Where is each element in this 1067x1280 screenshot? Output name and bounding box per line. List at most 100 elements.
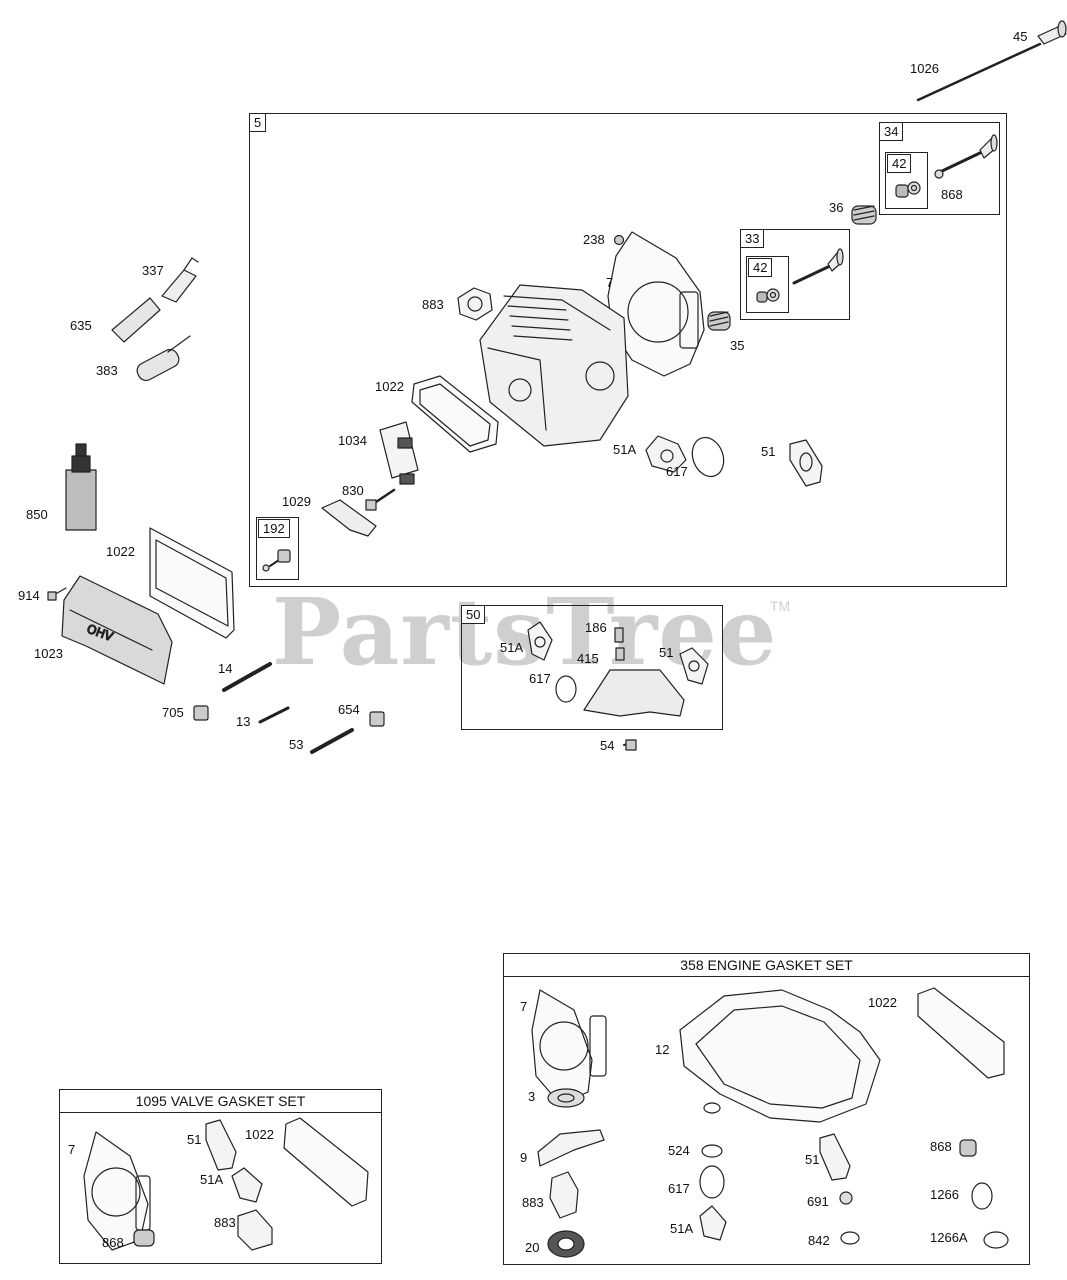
engine-set-callout-691[interactable]: 691 <box>807 1194 829 1209</box>
exhaust-valve-icon <box>934 134 998 179</box>
valve-set-callout-51[interactable]: 51 <box>187 1132 202 1147</box>
eset-oring-842-icon <box>840 1231 860 1245</box>
valve-set-callout-1022[interactable]: 1022 <box>245 1127 274 1142</box>
callout-1022a[interactable]: 1022 <box>375 379 404 394</box>
callout-50[interactable]: 50 <box>461 605 486 624</box>
callout-36[interactable]: 36 <box>829 200 844 215</box>
eset-seal-20-icon <box>547 1230 585 1258</box>
callout-850[interactable]: 850 <box>26 507 48 522</box>
callout-635[interactable]: 635 <box>70 318 92 333</box>
engine-set-callout-524[interactable]: 524 <box>668 1143 690 1158</box>
callout-1022b[interactable]: 1022 <box>106 544 135 559</box>
valve-45-icon <box>1037 20 1067 45</box>
callout-1023[interactable]: 1023 <box>34 646 63 661</box>
callout-51a[interactable]: 51 <box>761 444 776 459</box>
eset-crankcase-gasket-12-icon <box>679 989 881 1123</box>
engine-set-callout-617[interactable]: 617 <box>668 1181 690 1196</box>
head-gasket-7-icon <box>607 231 705 377</box>
gasket-51-elbow-icon <box>679 647 709 685</box>
engine-set-callout-1266A[interactable]: 1266A <box>930 1230 968 1245</box>
callout-654[interactable]: 654 <box>338 702 360 717</box>
callout-1034[interactable]: 1034 <box>338 433 367 448</box>
nut-705-icon <box>193 705 209 721</box>
callout-914[interactable]: 914 <box>18 588 40 603</box>
callout-14[interactable]: 14 <box>218 661 233 676</box>
engine-set-callout-3[interactable]: 3 <box>528 1089 536 1104</box>
screw-914-icon <box>47 587 67 601</box>
engine-set-callout-7[interactable]: 7 <box>520 999 528 1014</box>
valve-gasket-set-box: 1095 VALVE GASKET SET <box>59 1089 382 1264</box>
engine-set-callout-883[interactable]: 883 <box>522 1195 544 1210</box>
set-gasket-51-icon <box>205 1119 237 1171</box>
eset-oring-524-icon <box>701 1144 723 1158</box>
callout-54[interactable]: 54 <box>600 738 615 753</box>
callout-51Aa[interactable]: 51A <box>613 442 637 457</box>
callout-617b[interactable]: 617 <box>529 671 551 686</box>
callout-45[interactable]: 45 <box>1013 29 1028 44</box>
eset-oring-1266A-icon <box>983 1231 1009 1249</box>
screw-13-icon <box>258 706 290 724</box>
callout-415[interactable]: 415 <box>577 651 599 666</box>
callout-35[interactable]: 35 <box>730 338 745 353</box>
set-gasket-883-icon <box>237 1209 273 1251</box>
callout-5[interactable]: 5 <box>249 113 267 132</box>
set-head-gasket-7-icon <box>83 1131 151 1251</box>
retainer-box-b <box>746 256 789 313</box>
callout-13[interactable]: 13 <box>236 714 251 729</box>
callout-42a[interactable]: 42 <box>887 154 912 173</box>
callout-238[interactable]: 238 <box>583 232 605 247</box>
valve-set-callout-868[interactable]: 868 <box>102 1235 124 1250</box>
callout-53[interactable]: 53 <box>289 737 304 752</box>
callout-337[interactable]: 337 <box>142 263 164 278</box>
engine-set-callout-1266[interactable]: 1266 <box>930 1187 959 1202</box>
eset-gasket-51A-icon <box>699 1205 727 1241</box>
callout-34[interactable]: 34 <box>879 122 904 141</box>
valve-set-callout-883[interactable]: 883 <box>214 1215 236 1230</box>
screw-box <box>256 517 299 580</box>
intake-valve-box <box>740 229 850 320</box>
screw-192-icon <box>262 549 291 572</box>
retainer-icon-a <box>895 181 921 198</box>
valve-spring-35-icon <box>707 311 731 331</box>
callout-186[interactable]: 186 <box>585 620 607 635</box>
engine-set-callout-9[interactable]: 9 <box>520 1150 528 1165</box>
callout-383[interactable]: 383 <box>96 363 118 378</box>
engine-set-callout-1022[interactable]: 1022 <box>868 995 897 1010</box>
valve-set-callout-7[interactable]: 7 <box>68 1142 76 1157</box>
screw-54-icon <box>623 739 637 751</box>
callout-42b[interactable]: 42 <box>748 258 773 277</box>
callout-192[interactable]: 192 <box>258 519 290 538</box>
eset-seal-691-icon <box>839 1191 853 1205</box>
callout-617a[interactable]: 617 <box>666 464 688 479</box>
breather-1034-icon <box>379 421 419 485</box>
gasket-51A-icon <box>645 435 687 473</box>
callout-1029[interactable]: 1029 <box>282 494 311 509</box>
engine-set-callout-12[interactable]: 12 <box>655 1042 670 1057</box>
engine-set-callout-20[interactable]: 20 <box>525 1240 540 1255</box>
fitting-415-icon <box>615 647 625 661</box>
valve-cover-gasket-1022b-icon <box>149 527 235 639</box>
callout-883[interactable]: 883 <box>422 297 444 312</box>
callout-51Ab[interactable]: 51A <box>500 640 524 655</box>
valve-set-callout-51A[interactable]: 51A <box>200 1172 224 1187</box>
oring-617-icon <box>691 436 725 478</box>
callout-705[interactable]: 705 <box>162 705 184 720</box>
watermark-tm: TM <box>770 598 791 614</box>
callout-1026[interactable]: 1026 <box>910 61 939 76</box>
callout-830[interactable]: 830 <box>342 483 364 498</box>
callout-33[interactable]: 33 <box>740 229 765 248</box>
eset-gasket-9-icon <box>537 1129 605 1167</box>
engine-set-callout-868[interactable]: 868 <box>930 1139 952 1154</box>
callout-51b[interactable]: 51 <box>659 645 674 660</box>
retainer-box-a <box>885 152 928 209</box>
spark-tester-383-icon <box>136 335 191 382</box>
callout-7[interactable]: 7 <box>606 275 614 290</box>
engine-set-callout-51A[interactable]: 51A <box>670 1221 694 1236</box>
set-gasket-51A-icon <box>231 1167 263 1203</box>
engine-set-callout-842[interactable]: 842 <box>808 1233 830 1248</box>
engine-set-callout-51[interactable]: 51 <box>805 1152 820 1167</box>
callout-868a[interactable]: 868 <box>941 187 963 202</box>
engine-gasket-set-title: 358 ENGINE GASKET SET <box>504 954 1029 977</box>
valve-gasket-set-title: 1095 VALVE GASKET SET <box>60 1090 381 1113</box>
